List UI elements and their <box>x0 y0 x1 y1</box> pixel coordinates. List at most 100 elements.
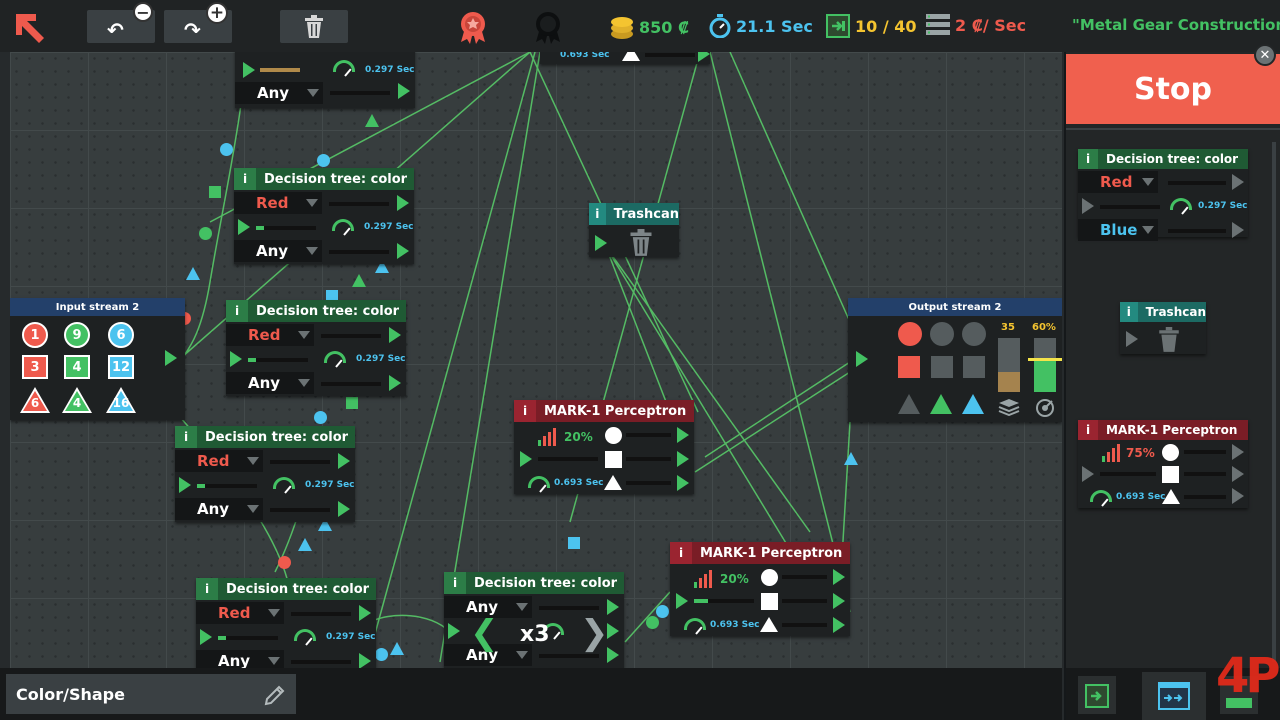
output-port[interactable] <box>607 599 619 615</box>
info-button[interactable]: i <box>196 578 218 600</box>
input-port[interactable] <box>856 351 868 367</box>
input-port[interactable] <box>1082 198 1094 214</box>
output-stream-node[interactable]: Output stream 2 35 60% <box>848 298 1062 422</box>
perceptron-node-top-partial[interactable]: 0.693 Sec <box>540 52 710 64</box>
output-port[interactable] <box>607 623 619 639</box>
info-button[interactable]: i <box>589 203 606 225</box>
input-port[interactable] <box>200 629 212 645</box>
select-value: Blue <box>1100 221 1138 239</box>
input-stream-node[interactable]: Input stream 2 1 9 6 3 4 12 6 4 16 <box>10 298 185 420</box>
input-port[interactable] <box>520 451 532 467</box>
input-port[interactable] <box>238 219 250 235</box>
output-port[interactable] <box>389 375 401 391</box>
info-button[interactable]: i <box>234 168 256 190</box>
color-select[interactable]: Red <box>1078 171 1158 193</box>
info-button[interactable]: i <box>670 542 692 564</box>
time-value: 21.1 Sec <box>736 16 813 36</box>
output-port[interactable] <box>397 243 409 259</box>
output-port[interactable] <box>359 605 371 621</box>
output-port[interactable] <box>389 327 401 343</box>
input-port[interactable] <box>676 593 688 609</box>
info-button[interactable]: i <box>1078 420 1098 440</box>
pencil-icon[interactable] <box>264 684 286 706</box>
undo-button[interactable]: ↶ − <box>87 2 155 43</box>
color-select[interactable]: Red <box>234 192 322 214</box>
input-port[interactable] <box>179 477 191 493</box>
stack-prev-icon[interactable]: ❮ <box>470 613 499 653</box>
accuracy-percent: 75% <box>1126 446 1155 460</box>
palette-tab-output[interactable] <box>1078 676 1116 714</box>
output-port[interactable] <box>397 195 409 211</box>
info-button[interactable]: i <box>1120 302 1138 322</box>
output-port[interactable] <box>398 83 410 99</box>
output-port[interactable] <box>1232 466 1244 482</box>
input-port[interactable] <box>1126 331 1138 347</box>
palette-tab-nodes[interactable] <box>1142 672 1206 720</box>
output-port[interactable] <box>833 617 845 633</box>
output-port[interactable] <box>833 593 845 609</box>
info-button[interactable]: i <box>444 572 466 594</box>
output-port[interactable] <box>165 350 177 366</box>
info-button[interactable]: i <box>1078 149 1098 169</box>
info-button[interactable]: i <box>514 400 536 422</box>
output-port[interactable] <box>677 451 689 467</box>
decision-tree-node-top[interactable]: 0.297 Sec Any <box>235 52 415 108</box>
shape-select[interactable]: Blue <box>1078 219 1158 241</box>
input-port[interactable] <box>243 62 255 78</box>
input-port[interactable] <box>595 235 607 251</box>
level-label-box[interactable]: Color/Shape <box>6 674 296 714</box>
output-port[interactable] <box>607 647 619 663</box>
speed-gauge-icon <box>294 629 316 641</box>
palette-tab-delete[interactable] <box>1220 676 1258 714</box>
output-port[interactable] <box>359 653 371 668</box>
panel-scrollbar[interactable] <box>1272 142 1276 662</box>
output-port[interactable] <box>1232 444 1244 460</box>
close-icon[interactable]: ✕ <box>1254 44 1276 66</box>
shape-select[interactable]: Any <box>444 644 532 666</box>
input-port[interactable] <box>448 623 460 639</box>
green-triangle-count: 4 <box>62 387 92 413</box>
shape-select[interactable]: Any <box>175 498 263 520</box>
stop-button[interactable]: Stop <box>1066 54 1280 124</box>
stack-next-icon[interactable]: ❯ <box>580 613 609 653</box>
speed-gauge-icon <box>684 618 706 630</box>
output-port[interactable] <box>1232 488 1244 504</box>
color-select[interactable]: Red <box>226 324 314 346</box>
input-port[interactable] <box>1082 466 1094 482</box>
node-title: Trashcan <box>1145 305 1206 319</box>
color-select[interactable]: Red <box>196 602 284 624</box>
info-button[interactable]: i <box>226 300 248 322</box>
trash-button[interactable] <box>280 10 348 43</box>
info-button[interactable]: i <box>175 426 197 448</box>
output-port[interactable] <box>833 569 845 585</box>
output-port[interactable] <box>1232 222 1244 238</box>
color-select[interactable]: Red <box>175 450 263 472</box>
output-port[interactable] <box>677 475 689 491</box>
shape-select[interactable]: Any <box>196 650 284 668</box>
output-port[interactable] <box>677 427 689 443</box>
back-arrow-icon[interactable] <box>14 12 46 44</box>
shape-select[interactable]: Any <box>234 240 322 262</box>
color-select[interactable]: Any <box>444 596 532 618</box>
output-port[interactable] <box>338 453 350 469</box>
redo-button[interactable]: ↷ + <box>164 2 232 43</box>
palette-trashcan[interactable]: i Trashcan <box>1120 302 1206 354</box>
shape-select[interactable]: Any <box>226 372 314 394</box>
output-port[interactable] <box>698 52 710 62</box>
output-port[interactable] <box>338 501 350 517</box>
output-port[interactable] <box>1232 174 1244 190</box>
input-port[interactable] <box>230 351 242 367</box>
speed-label: 0.297 Sec <box>364 222 414 232</box>
filter-select[interactable]: Any <box>235 82 323 104</box>
